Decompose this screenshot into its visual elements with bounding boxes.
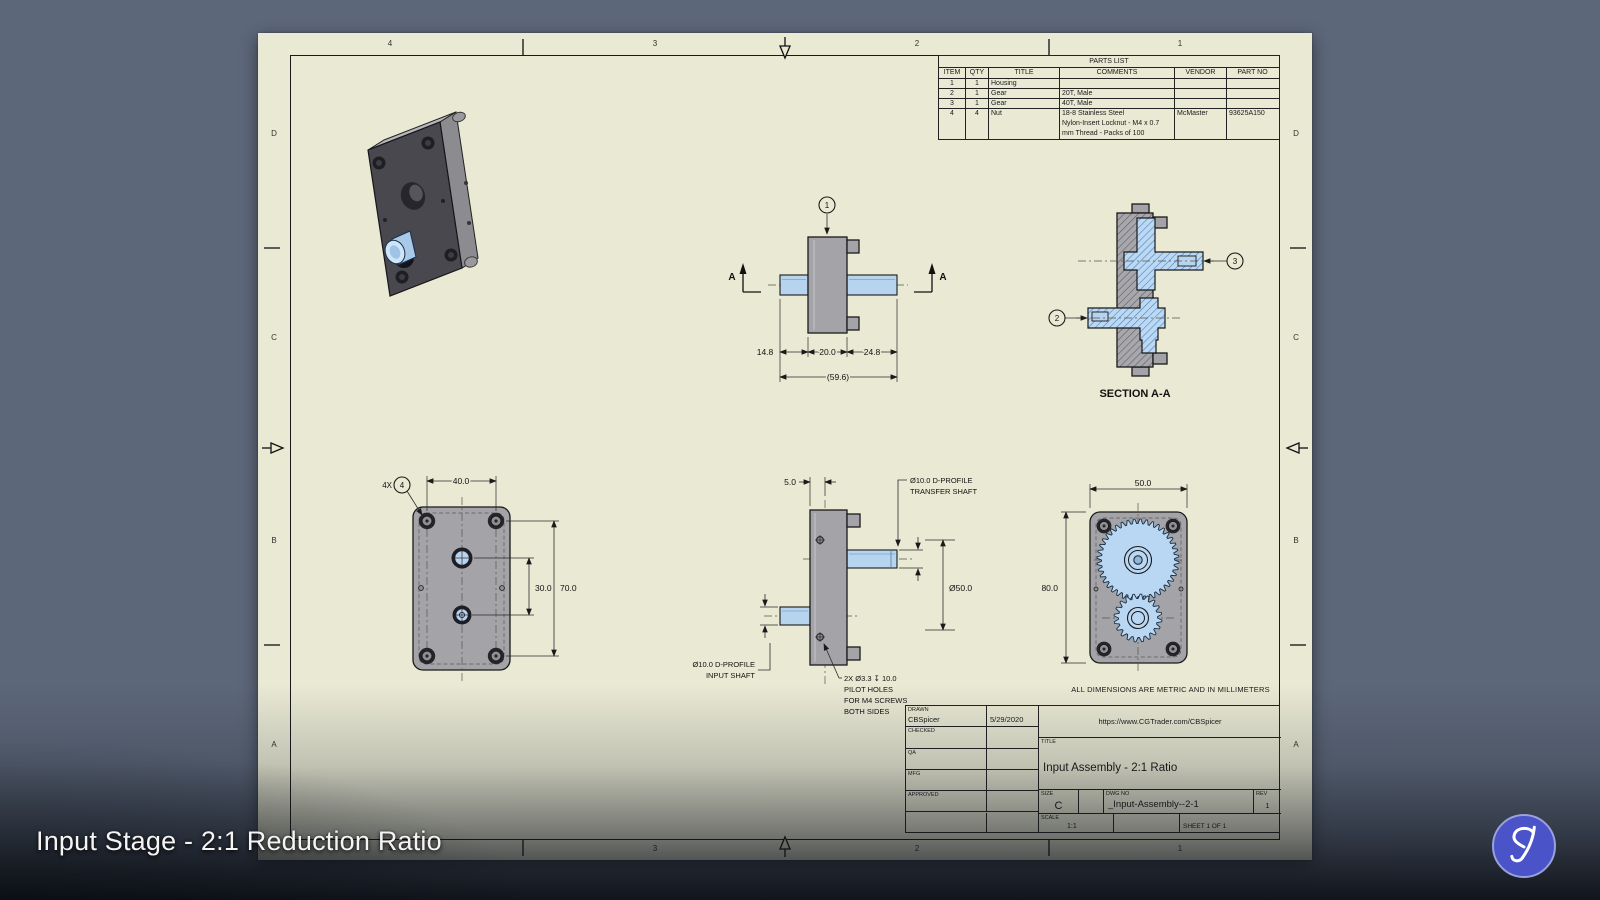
gear-20t [1113,593,1163,643]
section-view: 3 2 SECTION A-A [1048,203,1244,400]
gear-40t-hub [1123,545,1153,575]
video-caption: Input Stage - 2:1 Reduction Ratio [36,826,442,856]
svg-text:50.0: 50.0 [1135,478,1152,488]
svg-text:1: 1 [825,201,830,210]
svg-text:70.0: 70.0 [560,583,577,593]
svg-text:30.0: 30.0 [535,583,552,593]
svg-text:TRANSFER SHAFT: TRANSFER SHAFT [910,487,978,496]
cs-monogram-icon [1510,825,1536,863]
svg-text:BOTH SIDES: BOTH SIDES [844,707,889,716]
svg-text:FOR M4 SCREWS: FOR M4 SCREWS [844,696,907,705]
balloon-2: 2 [1048,309,1088,327]
svg-text:Ø50.0: Ø50.0 [949,583,972,593]
svg-text:2X Ø3.3 ↧ 10.0: 2X Ø3.3 ↧ 10.0 [844,674,897,683]
svg-text:(59.6): (59.6) [827,372,849,382]
svg-text:20.0: 20.0 [819,347,836,357]
housing-side-view: 5.0 Ø10.0 D-PROFILE TRANSFER SHAFT Ø50.0… [692,476,978,717]
svg-text:24.8: 24.8 [864,347,881,357]
svg-text:A: A [728,272,735,283]
transfer-shaft-hole [451,547,473,569]
gear-front-view: 50.0 80.0 [1040,477,1188,673]
svg-text:40.0: 40.0 [453,476,470,486]
drawing-views: 1 A A 14.8 20.0 [262,37,1308,857]
input-shaft-hole [452,605,472,625]
creator-logo [1492,814,1556,878]
balloon-1: 1 [818,196,836,235]
svg-text:PILOT HOLES: PILOT HOLES [844,685,893,694]
shaft-front-view: 1 A A 14.8 20.0 [728,196,947,384]
svg-text:80.0: 80.0 [1041,583,1058,593]
svg-text:5.0: 5.0 [784,477,796,487]
svg-text:4: 4 [400,481,405,490]
svg-text:A: A [939,272,946,283]
svg-text:Ø10.0 D-PROFILE: Ø10.0 D-PROFILE [910,476,973,485]
section-label: SECTION A-A [1099,388,1170,400]
svg-text:Ø10.0 D-PROFILE: Ø10.0 D-PROFILE [692,660,755,669]
iso-view [367,111,479,297]
svg-text:2: 2 [1055,314,1060,323]
housing-front-view: 40.0 4X 4 30.0 70.0 [382,475,578,681]
svg-text:4X: 4X [382,481,392,490]
balloon-3: 3 [1203,252,1244,270]
drawing-sheet: 4 3 2 1 4 3 2 1 D C B A D C B A PARTS LI… [258,33,1312,860]
svg-text:INPUT SHAFT: INPUT SHAFT [706,671,755,680]
svg-text:3: 3 [1233,257,1238,266]
svg-text:14.8: 14.8 [757,347,774,357]
